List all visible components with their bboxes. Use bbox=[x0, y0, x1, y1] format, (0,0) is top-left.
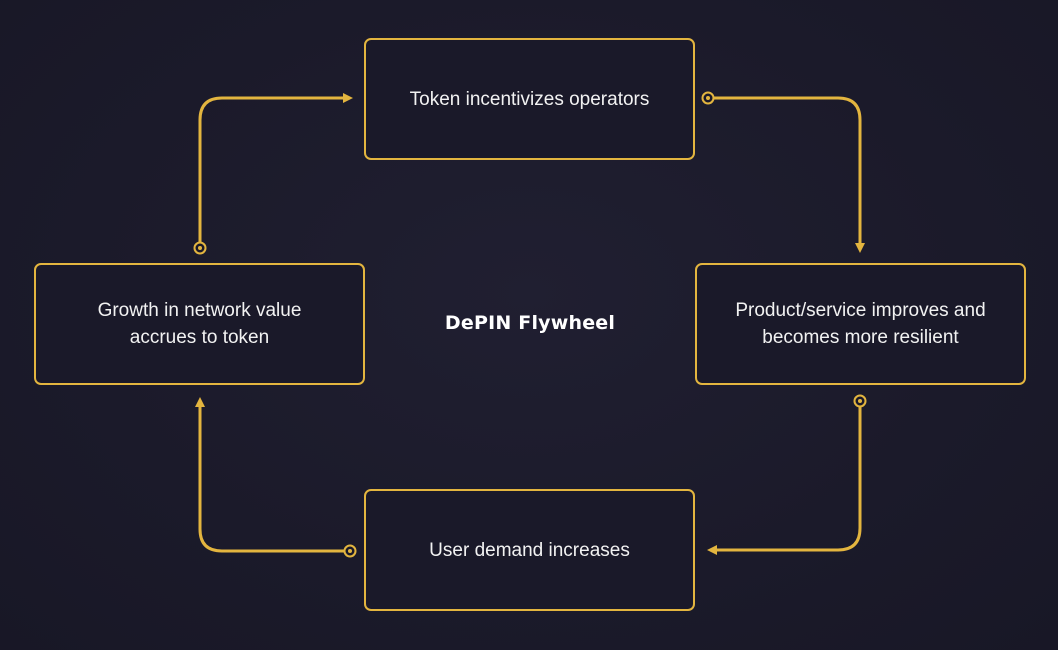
connector-bottom-to-left bbox=[195, 397, 357, 558]
node-label: Product/service improves and becomes mor… bbox=[735, 300, 986, 348]
node-label: User demand increases bbox=[429, 539, 630, 561]
connector-left-to-top bbox=[193, 93, 353, 255]
node-user-demand-increases: User demand increases bbox=[364, 489, 695, 611]
node-growth-in-network-value: Growth in network value accrues to token bbox=[34, 263, 365, 385]
diagram-title: DePIN Flywheel bbox=[444, 312, 616, 334]
node-label: Token incentivizes operators bbox=[409, 88, 650, 110]
connector-right-to-bottom bbox=[707, 394, 867, 555]
node-label: Growth in network value accrues to token bbox=[97, 300, 302, 348]
node-token-incentivizes-operators: Token incentivizes operators bbox=[364, 38, 695, 160]
node-product-service-improves: Product/service improves and becomes mor… bbox=[695, 263, 1026, 385]
connector-top-to-right bbox=[701, 91, 865, 253]
